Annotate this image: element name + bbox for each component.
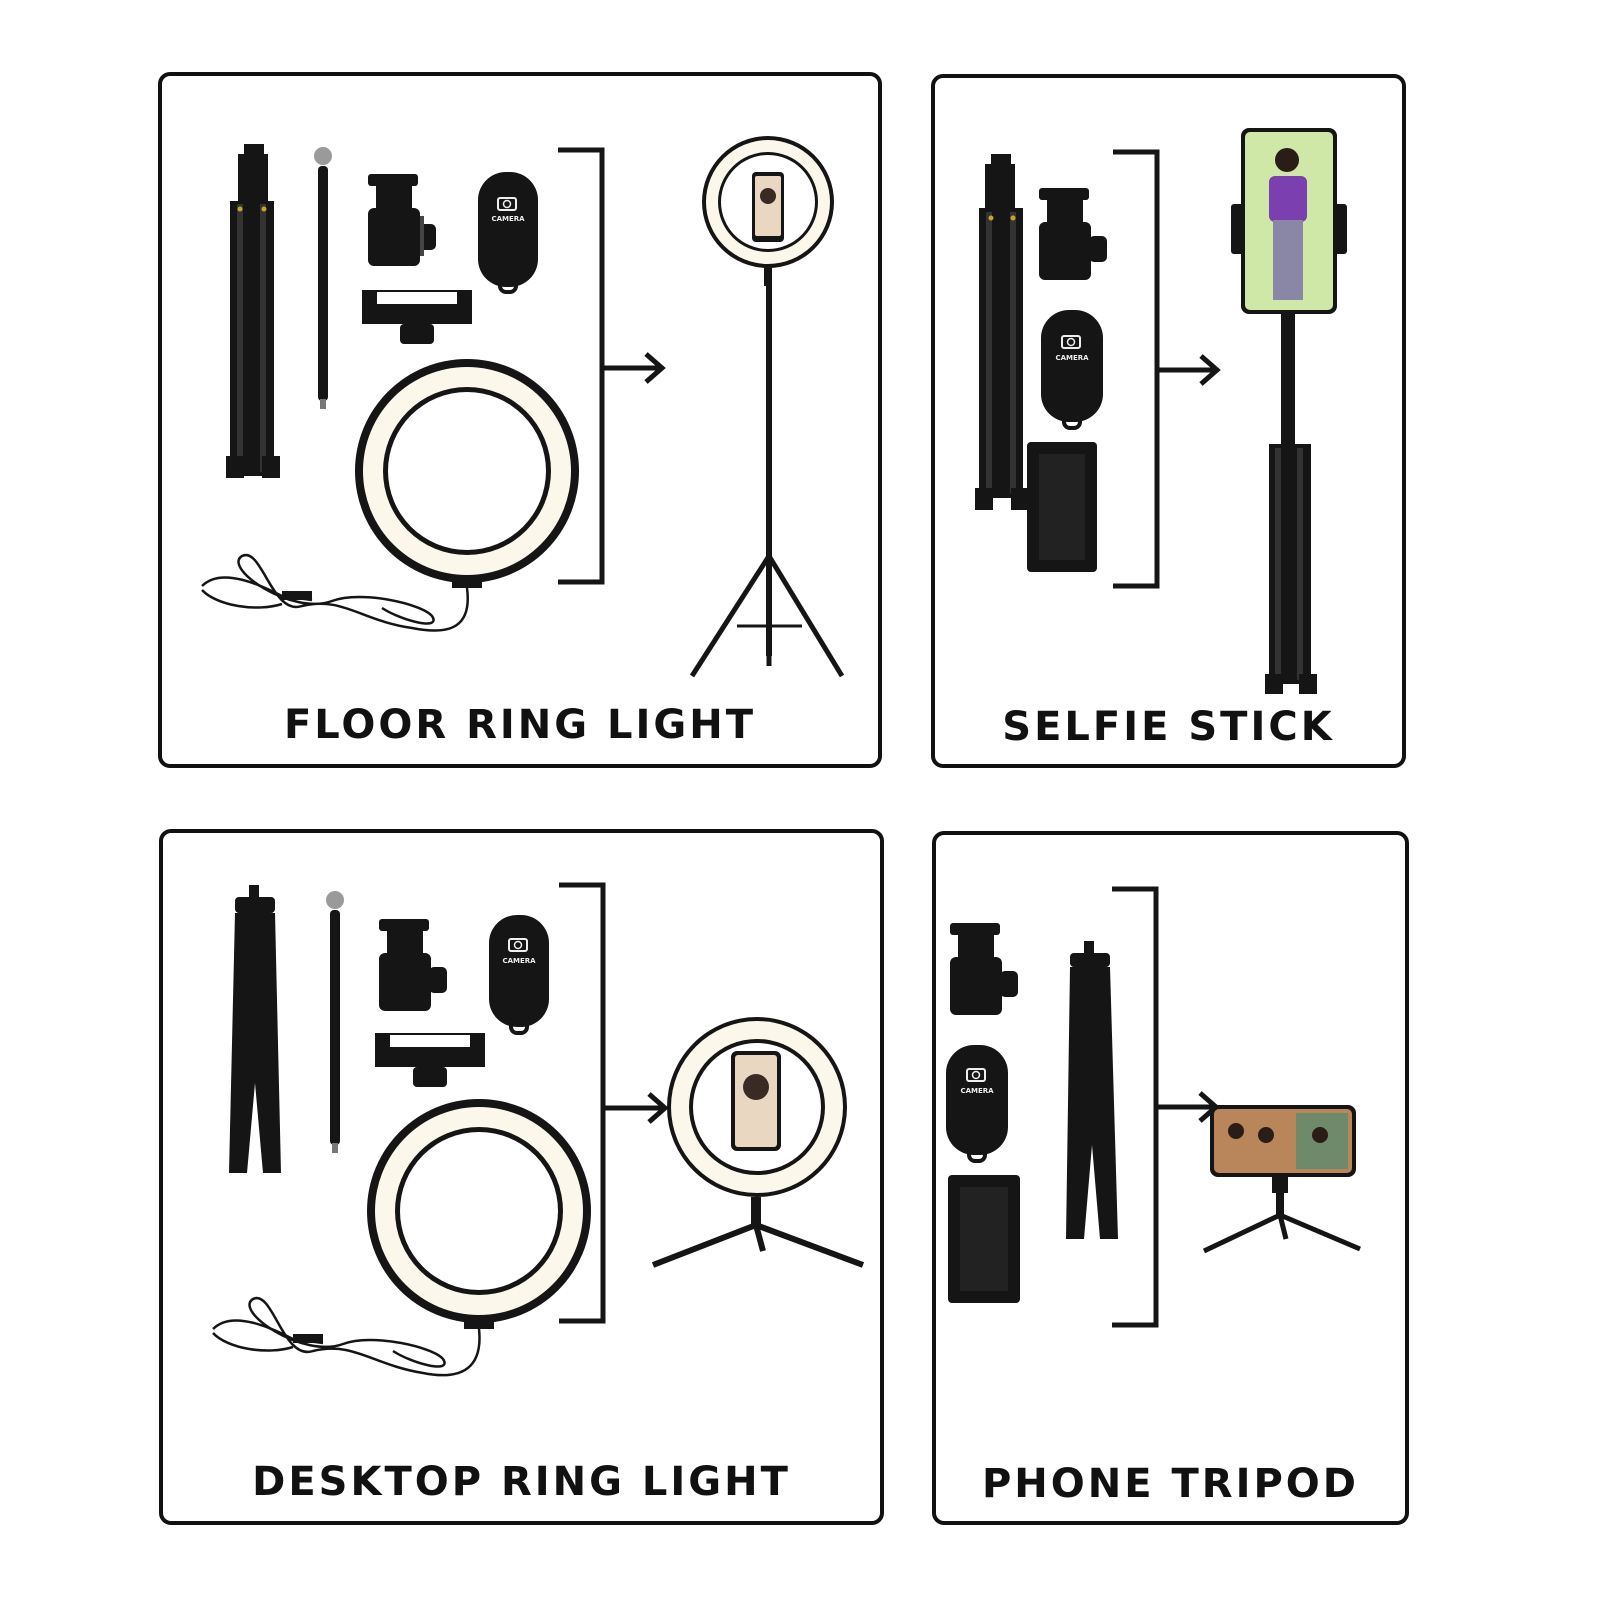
phone-clamp-icon [948,1175,1020,1303]
tripod-icon [1066,941,1118,1239]
bracket-icon [1113,149,1160,589]
remote-label: CAMERA [502,957,536,965]
bluetooth-remote-icon: CAMERA [489,915,549,1035]
assembled-desktop-ring-light [651,1017,865,1268]
bluetooth-remote-icon: CAMERA [1041,310,1103,430]
panel-desktop-ring-light: CAMERA [159,829,884,1525]
panel-selfie-stick: CAMERA SELFIE STI [931,74,1406,768]
panel-label: PHONE TRIPOD [981,1461,1359,1507]
assembled-selfie-stick [1231,128,1347,694]
arrow-right-icon [1158,1091,1220,1123]
usb-cable-icon [201,553,469,632]
phone-clamp-icon [375,1033,485,1087]
floor-ring-light-illustration: CAMERA [201,136,845,678]
bracket-icon [558,147,605,585]
tripod-icon [975,154,1029,510]
panel-floor-ring-light: CAMERA [158,72,882,768]
remote-label: CAMERA [1055,354,1089,362]
arrow-right-icon [1159,354,1221,386]
bluetooth-remote-icon: CAMERA [946,1045,1008,1163]
ball-head-icon [379,919,447,1011]
ball-head-icon [1039,188,1107,280]
panel-label: DESKTOP RING LIGHT [252,1459,791,1505]
tripod-icon [229,885,281,1173]
bracket-icon [559,882,606,1324]
desktop-ring-light-illustration: CAMERA [212,882,865,1377]
assembled-floor-ring-light [689,136,845,678]
assembled-phone-tripod [1202,1105,1361,1254]
phone-clamp-icon [1027,442,1097,572]
bluetooth-remote-icon: CAMERA [478,172,538,294]
phone-tripod-illustration: CAMERA [946,886,1361,1328]
panel-phone-tripod: CAMERA [932,831,1409,1525]
phone-clamp-icon [362,290,472,344]
gooseneck-icon [314,147,332,409]
arrow-right-icon [604,352,666,384]
gooseneck-icon [326,891,344,1153]
panel-label: FLOOR RING LIGHT [283,702,756,748]
ball-head-icon [950,923,1018,1015]
remote-label: CAMERA [491,215,525,223]
remote-label: CAMERA [960,1087,994,1095]
panel-label: SELFIE STICK [1002,704,1335,750]
selfie-stick-illustration: CAMERA [975,128,1347,694]
bracket-icon [1112,886,1159,1328]
tripod-icon [226,144,280,478]
arrow-right-icon [605,1092,669,1124]
ball-head-icon [368,174,436,266]
ring-light-icon [355,359,579,588]
ring-light-icon [367,1099,591,1329]
usb-cable-icon [212,1296,481,1377]
